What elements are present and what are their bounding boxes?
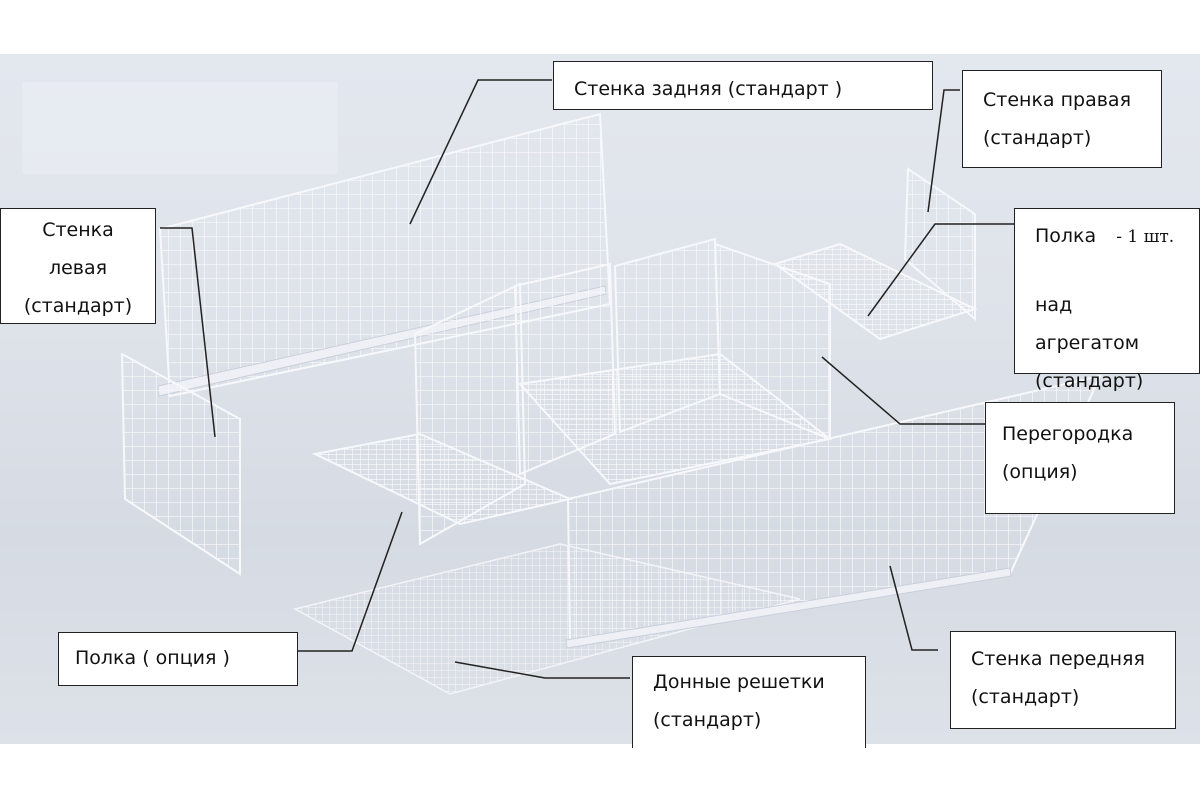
leader-lines: [160, 79, 1015, 679]
label-left-wall-line3: (стандарт): [23, 295, 133, 317]
top-shelf-mesh: [772, 242, 978, 341]
front-wall-rail: [565, 567, 1012, 649]
label-back-wall-text: Стенка задняя (стандарт ): [574, 78, 843, 100]
label-top-shelf-line2: над агрегатом: [1035, 294, 1140, 354]
label-option-shelf-text: Полка ( опция ): [75, 647, 230, 669]
label-option-shelf: Полка ( опция ): [58, 632, 298, 686]
right-wall-mesh: [903, 167, 976, 322]
label-partition-line2: (опция): [1002, 461, 1078, 483]
label-top-shelf-qty: - 1 шт.: [1116, 227, 1175, 247]
label-left-wall-line1: Стенка: [42, 219, 114, 241]
label-top-shelf: Полка - 1 шт. над агрегатом (стандарт): [1014, 208, 1200, 392]
leader-bottom-grid: [454, 661, 630, 679]
label-top-shelf-gap: [1035, 256, 1179, 286]
label-right-wall: Стенка правая (стандарт): [962, 70, 1162, 168]
label-partition: Перегородка (опция): [985, 402, 1175, 514]
label-bottom-grid-line1: Донные решетки: [653, 671, 825, 693]
label-top-shelf-line1: Полка - 1 шт.: [1035, 217, 1179, 256]
label-bottom-grid-line2: (стандарт): [653, 709, 762, 731]
label-right-wall-line2: (стандарт): [983, 127, 1092, 149]
label-left-wall: Стенка левая (стандарт): [0, 208, 156, 324]
label-front-wall-line1: Стенка передняя: [971, 648, 1145, 670]
leader-front-wall: [889, 565, 938, 651]
label-top-shelf-word: Полка: [1035, 225, 1097, 247]
label-front-wall: Стенка передняя (стандарт): [950, 631, 1176, 729]
leader-top-shelf: [867, 223, 1015, 317]
wire-mesh-drawing: [120, 79, 1102, 695]
leader-left-wall: [160, 227, 216, 438]
label-top-shelf-line3: (стандарт): [1035, 370, 1144, 392]
label-right-wall-line1: Стенка правая: [983, 89, 1132, 111]
label-left-wall-line2: левая: [48, 257, 108, 279]
label-back-wall: Стенка задняя (стандарт ): [553, 61, 933, 110]
label-front-wall-line2: (стандарт): [971, 686, 1080, 708]
leader-right-wall: [927, 89, 960, 213]
leader-option-shelf: [298, 511, 403, 652]
blurred-logo-area: [22, 82, 338, 174]
label-partition-line1: Перегородка: [1002, 423, 1134, 445]
left-wall-mesh: [120, 352, 241, 576]
leader-partition: [821, 356, 985, 425]
label-bottom-grid: Донные решетки (стандарт): [632, 656, 866, 748]
leader-back-wall: [409, 79, 552, 225]
diagram-scene: [0, 54, 1200, 744]
